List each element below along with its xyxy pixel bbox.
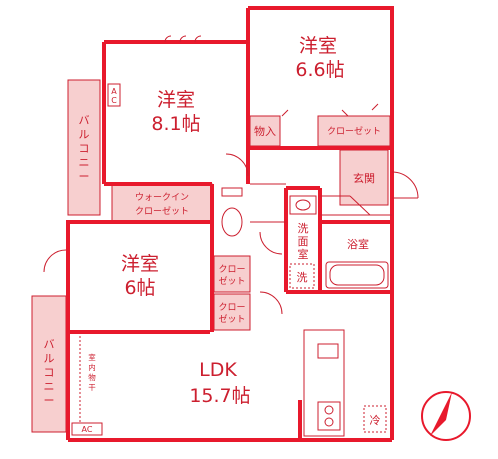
room-6-name: 洋室	[121, 253, 159, 275]
balcony-left-1: バ	[79, 114, 90, 127]
ac-top-line2: C	[111, 96, 117, 105]
room-6-6-size: 6.6帖	[295, 59, 344, 81]
thin-lines	[43, 35, 419, 437]
walls	[66, 6, 394, 442]
door-swing-icon	[259, 291, 283, 315]
balcony-left-3: コ	[79, 142, 90, 155]
window-mark-icon	[281, 103, 379, 117]
toilet-icon	[221, 187, 243, 237]
washer-mark: 洗	[297, 271, 308, 284]
balcony-bottom-1: バ	[44, 338, 55, 351]
indoor-drying-2: 内	[88, 362, 96, 372]
ac-box-bottom	[71, 422, 103, 436]
room-6-6-name: 洋室	[299, 35, 337, 57]
balcony-bottom-3: コ	[44, 366, 55, 379]
sink-icon	[289, 195, 317, 215]
closet-top-label: クローゼット	[327, 125, 381, 137]
compass-north-icon	[421, 391, 471, 441]
indoor-drying-4: 干	[88, 383, 96, 392]
balcony-bottom-5: ー	[44, 394, 55, 407]
ldk-name: LDK	[199, 359, 237, 381]
walk-in-label-2: クローゼット	[135, 205, 189, 217]
bathroom-label: 浴室	[347, 237, 369, 251]
closet-left-2-line1: クロー	[218, 302, 245, 313]
room-8-1-size: 8.1帖	[151, 113, 200, 135]
door-swing-icon	[225, 153, 249, 177]
balcony-left-2: ル	[79, 128, 90, 141]
washer-box	[289, 263, 315, 289]
indoor-drying-3: 物	[88, 372, 96, 382]
washroom-label-1: 洗	[298, 222, 309, 235]
balcony-bottom-area	[31, 295, 67, 433]
storage-label: 物入	[254, 124, 276, 138]
storage-area	[249, 115, 281, 147]
washroom-label-3: 室	[298, 247, 309, 261]
closet-left-1-line2: ゼット	[218, 275, 245, 287]
fridge-mark: 冷	[370, 414, 381, 427]
ldk-size: 15.7帖	[189, 385, 250, 407]
room-8-1-name: 洋室	[157, 89, 195, 111]
walk-in-label-1: ウォークイン	[135, 192, 189, 203]
door-swing-icon	[259, 231, 283, 255]
washroom-label-2: 面	[298, 235, 309, 248]
entrance-label: 玄関	[353, 171, 375, 185]
balcony-bottom-2: ル	[44, 352, 55, 365]
closet-left-2-line2: ゼット	[218, 313, 245, 325]
bathtub-icon	[325, 261, 389, 289]
room-6-size: 6帖	[124, 277, 155, 299]
door-swing-icon	[391, 171, 419, 199]
balcony-left-5: ー	[79, 170, 90, 183]
balcony-left-area	[67, 79, 101, 216]
ac-top-line1: A	[111, 87, 117, 96]
closet-left-1-area	[213, 255, 251, 293]
closet-left-1-line1: クロー	[218, 264, 245, 275]
ac-box-top	[107, 83, 121, 107]
indoor-drying-1: 室	[88, 352, 96, 362]
window-mark-icon	[164, 35, 202, 43]
balcony-left-4: ニ	[79, 156, 90, 169]
stove-icon	[317, 401, 341, 431]
door-swing-icon	[43, 249, 67, 273]
ac-bottom-label: AC	[82, 425, 93, 434]
balcony-bottom-4: ニ	[44, 380, 55, 393]
kitchen-sink	[317, 343, 339, 359]
